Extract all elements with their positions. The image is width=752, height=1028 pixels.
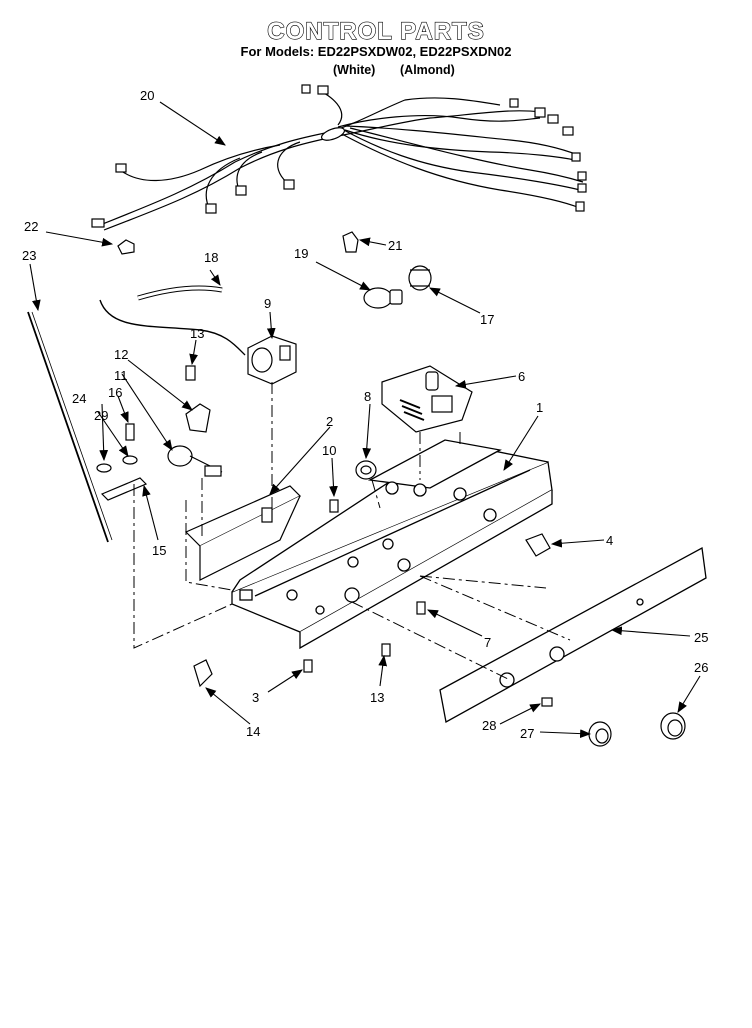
callout-13-bottom: 13 [370, 690, 384, 705]
socket-part-17 [408, 265, 432, 291]
screw-part-7 [416, 601, 426, 615]
callout-14: 14 [246, 724, 260, 739]
callout-21: 21 [388, 238, 402, 253]
bulb-part-19 [363, 287, 403, 309]
washer-part-29 [122, 455, 138, 465]
callout-26: 26 [694, 660, 708, 675]
screw-part-3 [303, 659, 313, 673]
capillary-part-23 [27, 311, 109, 543]
callout-7: 7 [484, 635, 491, 650]
callout-16: 16 [108, 385, 122, 400]
callout-labels: 20 22 21 19 23 18 17 9 13 12 11 16 24 29… [22, 88, 708, 741]
bolt-part-16 [125, 423, 135, 441]
bracket-part-4 [525, 533, 551, 557]
callout-18: 18 [204, 250, 218, 265]
callout-4: 4 [606, 533, 613, 548]
washer-part-24 [96, 463, 112, 473]
callout-24: 24 [72, 391, 86, 406]
variant-white: (White) [333, 63, 376, 77]
control-board-part-6 [381, 365, 473, 433]
switch-part-11 [167, 445, 223, 477]
callout-13-top: 13 [190, 326, 204, 341]
page-title: CONTROL PARTS [267, 17, 485, 45]
callout-25: 25 [694, 630, 708, 645]
callout-19: 19 [294, 246, 308, 261]
clip-part-14 [193, 659, 213, 688]
knob-part-26 [660, 712, 686, 740]
capillary-wire [99, 299, 246, 356]
callout-9: 9 [264, 296, 271, 311]
screw-part-13-bottom [381, 643, 391, 657]
leader-arrows [29, 101, 701, 739]
callout-17: 17 [480, 312, 494, 327]
callout-15: 15 [152, 543, 166, 558]
screw-part-10 [329, 499, 339, 513]
clip-part-22 [117, 239, 135, 255]
callout-11: 11 [114, 368, 128, 383]
callout-22: 22 [24, 219, 38, 234]
variant-almond: (Almond) [400, 63, 455, 77]
housing-part-1 [231, 439, 553, 650]
harness-connectors [91, 84, 587, 228]
clip-part-15 [100, 477, 148, 501]
wire-harness [99, 89, 584, 231]
callout-6: 6 [518, 369, 525, 384]
knob-part-27 [588, 721, 612, 747]
callout-20: 20 [140, 88, 154, 103]
clamp-part-12 [185, 403, 211, 433]
thermostat-part-9 [247, 335, 297, 385]
callout-23: 23 [22, 248, 36, 263]
callout-12: 12 [114, 347, 128, 362]
socket-part-21 [342, 231, 359, 253]
callout-28: 28 [482, 718, 496, 733]
callout-27: 27 [520, 726, 534, 741]
callout-10: 10 [322, 443, 336, 458]
screw-part-13-top [185, 365, 196, 381]
insert-part-28 [541, 697, 553, 707]
callout-29: 29 [94, 408, 108, 423]
callout-2: 2 [326, 414, 333, 429]
callout-1: 1 [536, 400, 543, 415]
knob-part-8 [355, 460, 377, 480]
callout-8: 8 [364, 389, 371, 404]
models-line: For Models: ED22PSXDW02, ED22PSXDN02 [240, 44, 512, 59]
callout-3: 3 [252, 690, 259, 705]
